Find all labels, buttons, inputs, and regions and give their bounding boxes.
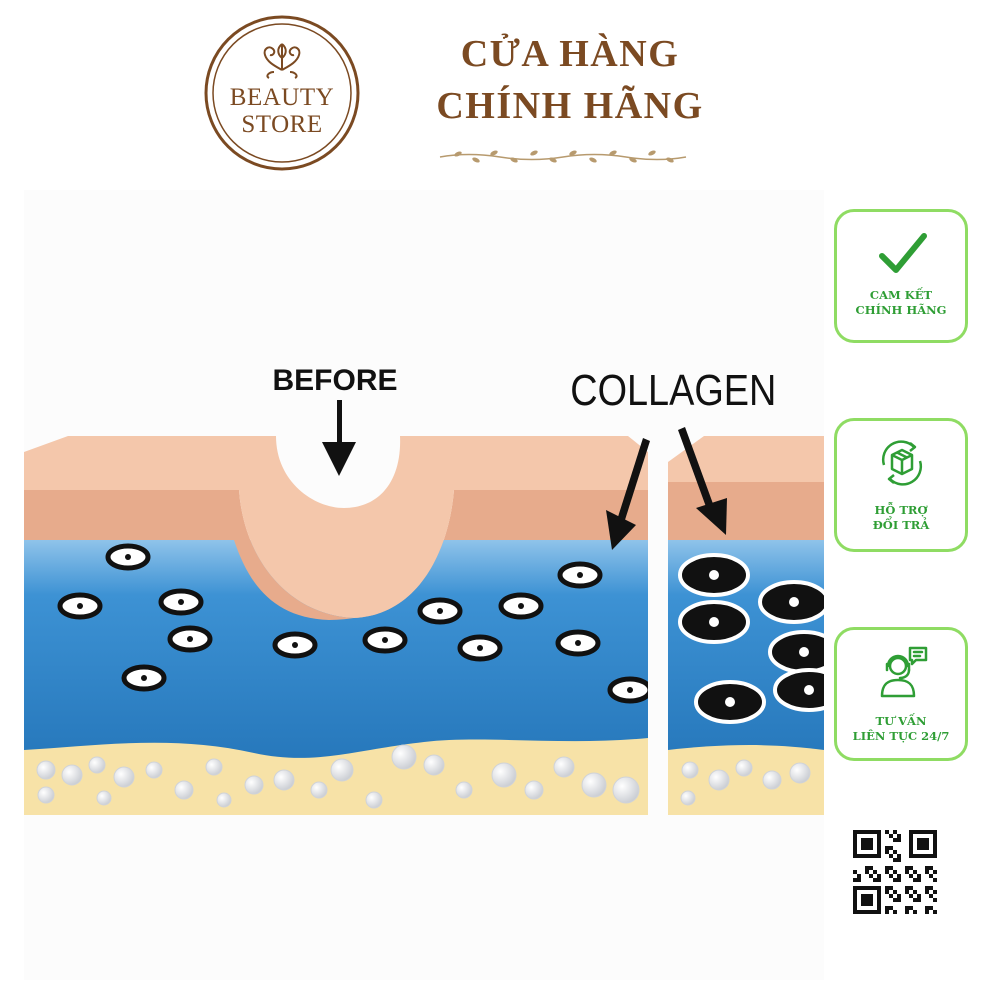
logo-ring-icon [204,15,360,171]
badge-support-line2: LIÊN TỤC 24/7 [852,729,950,743]
check-icon [879,233,927,273]
collagen-label: COLLAGEN [570,365,776,414]
before-panel: BEFORE [24,364,653,815]
logo-text-store: STORE [241,111,323,138]
title-line-1: CỬA HÀNG [460,33,680,75]
badge-support: TƯ VẤN LIÊN TỤC 24/7 [834,627,968,761]
fat-bubbles-after [680,759,811,806]
title-line-2: CHÍNH HÃNG [436,85,704,127]
return-box-icon [881,440,923,486]
vine-divider-icon [439,150,687,163]
badge-authentic-label: CAM KẾT CHÍNH HÃNG [837,288,965,318]
badge-support-label: TƯ VẤN LIÊN TỤC 24/7 [837,714,965,744]
qr-code-icon [853,830,937,914]
before-label: BEFORE [272,364,397,397]
store-logo: BEAUTY STORE [203,14,361,172]
logo-text-beauty: BEAUTY [229,84,335,111]
badge-return-label: HỖ TRỢ ĐỔI TRẢ [837,503,965,533]
collagen-illustration: BEFORE [24,190,824,980]
store-title: CỬA HÀNG CHÍNH HÃNG [380,28,760,132]
badge-return: HỖ TRỢ ĐỔI TRẢ [834,418,968,552]
fat-bubbles-before [36,744,640,809]
skin-layers-diagram: BEFORE [24,190,824,980]
badge-return-line2: ĐỔI TRẢ [872,518,930,532]
badge-authentic-line1: CAM KẾT [869,288,933,302]
before-arrow-icon [322,400,356,476]
badge-return-line1: HỖ TRỢ [874,503,928,517]
badge-support-line1: TƯ VẤN [875,714,927,728]
badge-authentic-line2: CHÍNH HÃNG [855,303,947,317]
collagen-arrow-left-icon [606,438,650,550]
support-agent-icon [880,646,928,698]
ornament-icon [263,43,301,79]
badge-authentic: CAM KẾT CHÍNH HÃNG [834,209,968,343]
collagen-arrow-right-icon [678,427,727,535]
after-panel [668,436,824,815]
